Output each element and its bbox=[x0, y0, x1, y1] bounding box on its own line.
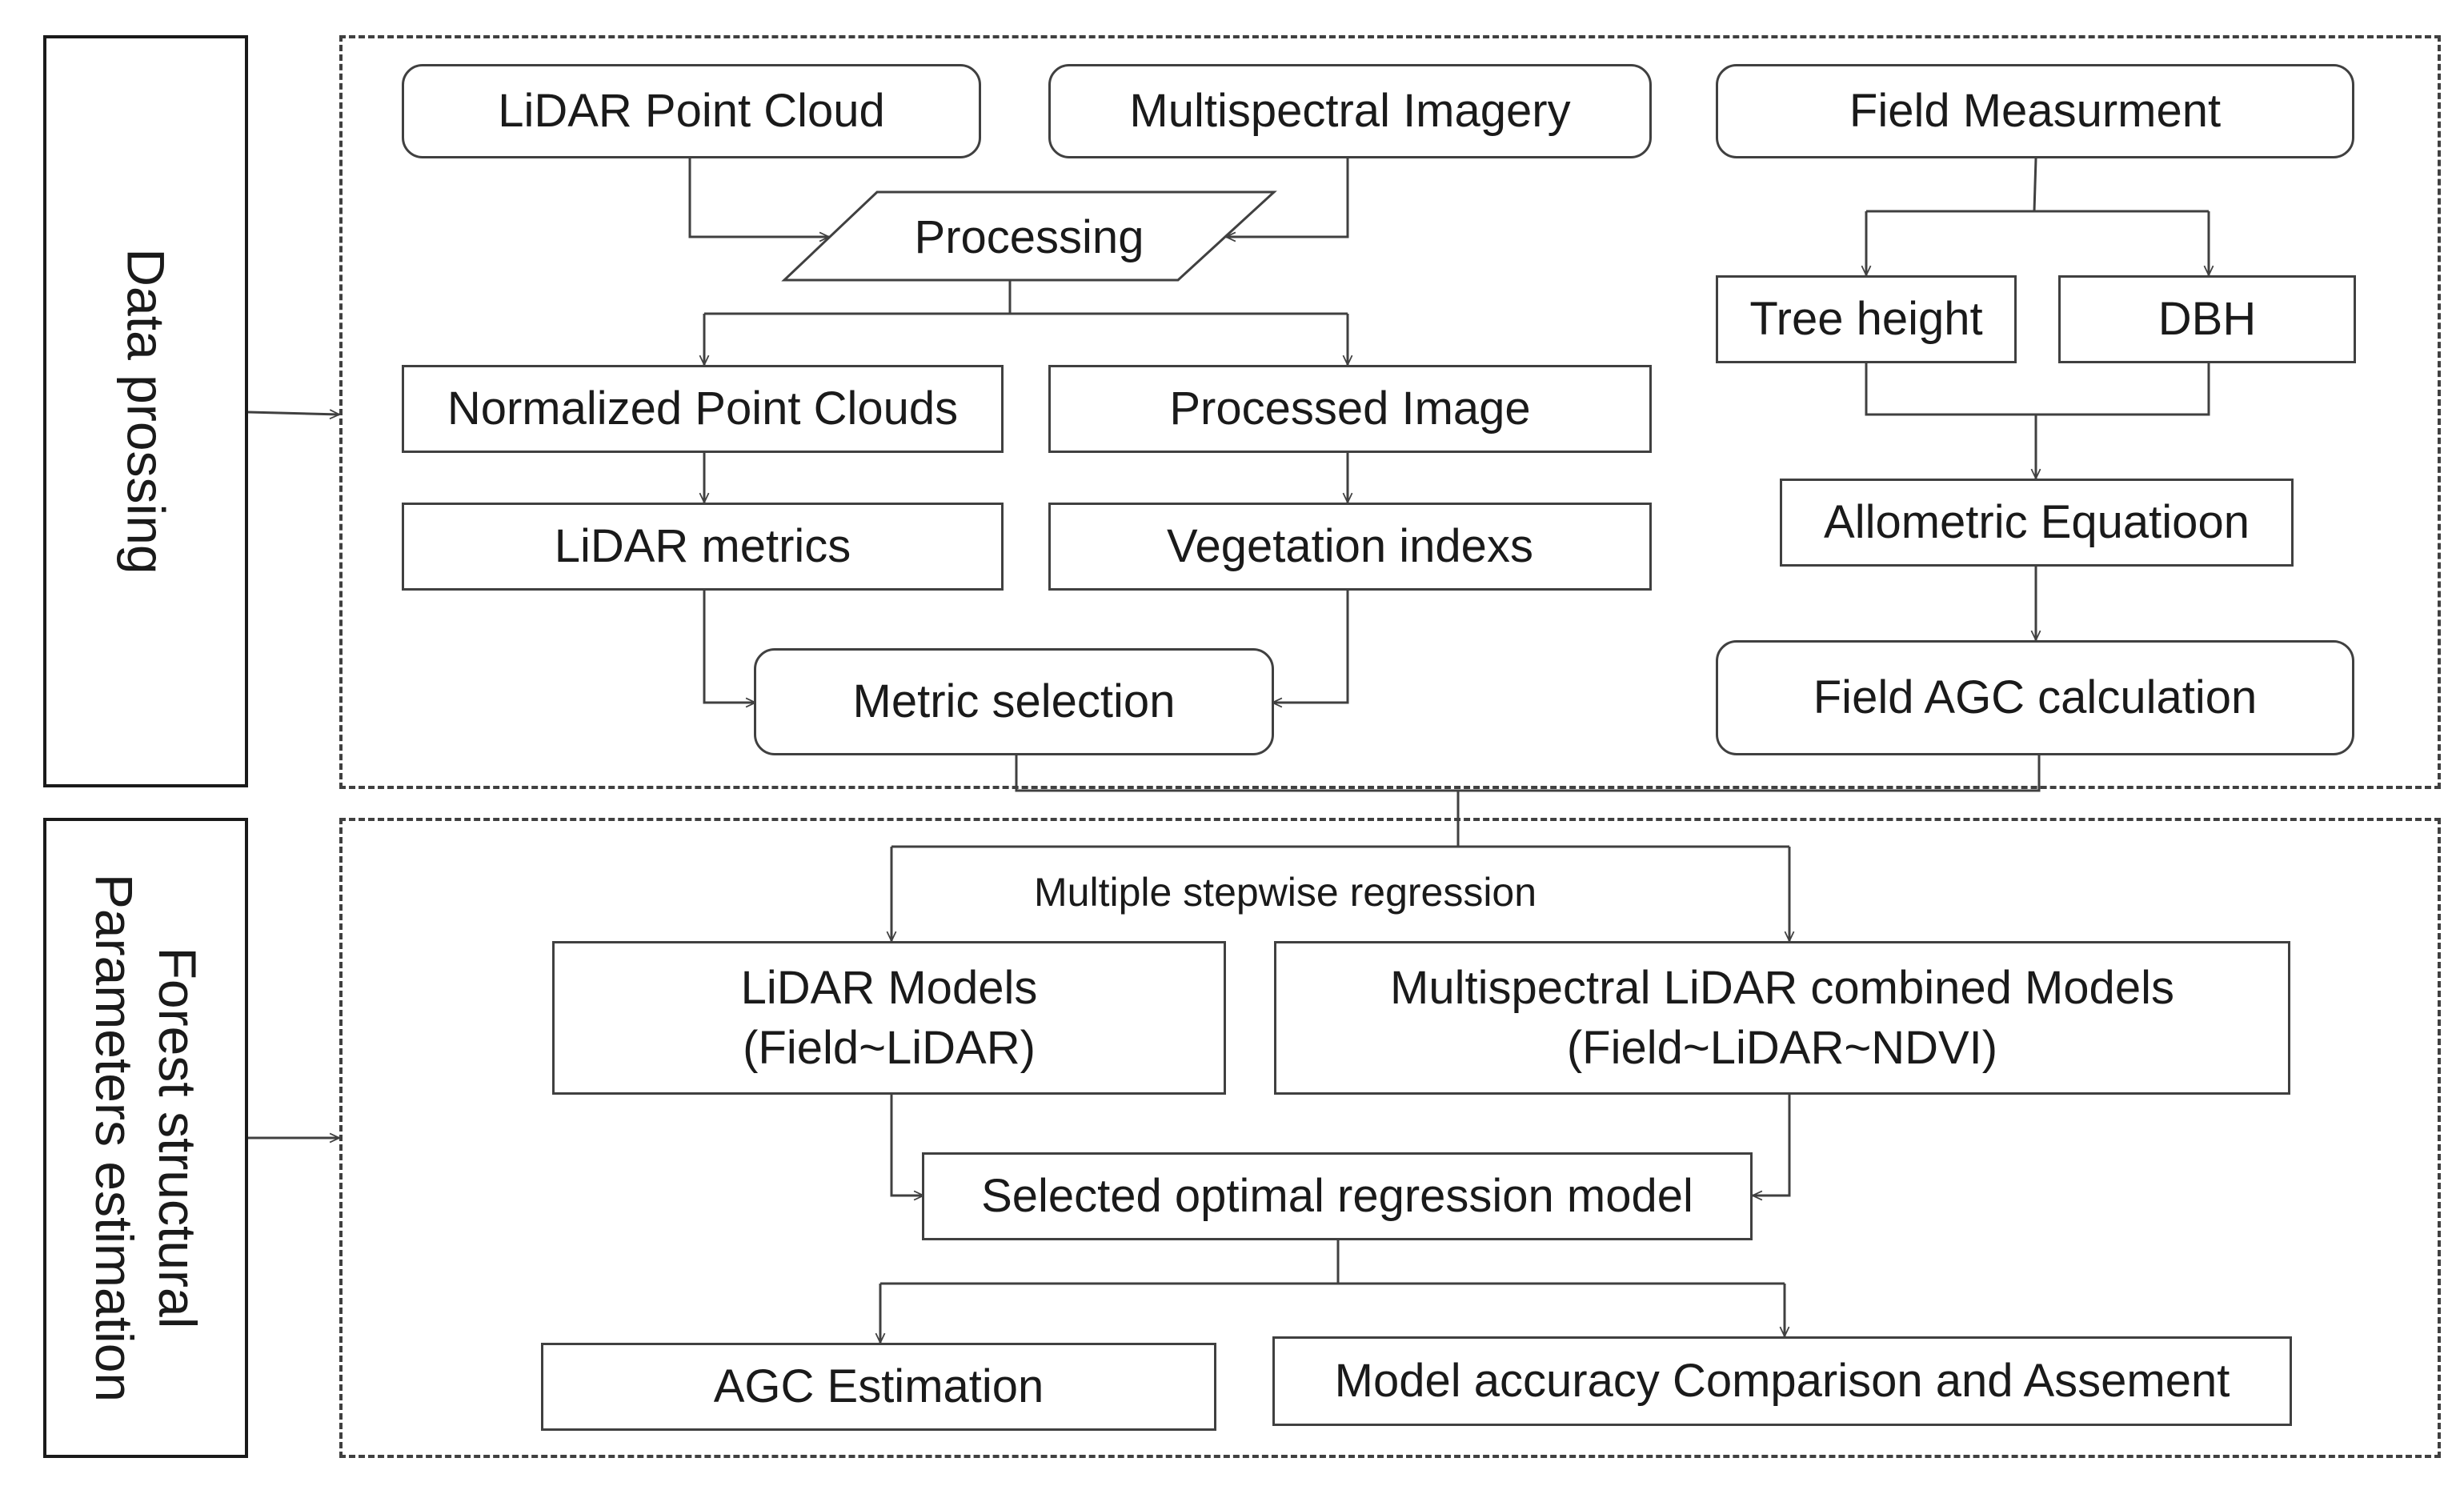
processing-node bbox=[781, 190, 1277, 282]
metric-selection-node: Metric selection bbox=[754, 648, 1274, 755]
processing-label: Processing bbox=[914, 210, 1144, 263]
normalized-point-clouds-node: Normalized Point Clouds bbox=[402, 365, 1004, 453]
lidar-metrics-node: LiDAR metrics bbox=[402, 503, 1004, 591]
combined-models-node: Multispectral LiDAR combined Models (Fie… bbox=[1274, 941, 2290, 1095]
processed-image-node: Processed Image bbox=[1048, 365, 1652, 453]
lidar-models-line1: LiDAR Models bbox=[740, 961, 1038, 1014]
frame-data-processing bbox=[339, 35, 2441, 789]
combined-models-line2: (Field~LiDAR~NDVI) bbox=[1566, 1022, 1998, 1074]
combined-models-line1: Multispectral LiDAR combined Models bbox=[1390, 961, 2174, 1014]
stepwise-regression-label: Multiple stepwise regression bbox=[1034, 870, 1537, 915]
field-measurment-node: Field Measurment bbox=[1716, 64, 2354, 158]
dbh-node: DBH bbox=[2058, 275, 2356, 363]
tree-height-node: Tree height bbox=[1716, 275, 2017, 363]
lidar-models-node: LiDAR Models (Field~LiDAR) bbox=[552, 941, 1226, 1095]
selected-model-node: Selected optimal regression model bbox=[922, 1152, 1753, 1240]
field-agc-calculation-node: Field AGC calculation bbox=[1716, 640, 2354, 755]
frame-parameters-estimation bbox=[339, 818, 2441, 1458]
section-data-processing bbox=[43, 35, 248, 787]
section-parameters-estimation bbox=[43, 818, 248, 1458]
lidar-models-line2: (Field~LiDAR) bbox=[743, 1022, 1036, 1074]
lidar-point-cloud-node: LiDAR Point Cloud bbox=[402, 64, 981, 158]
model-accuracy-node: Model accuracy Comparison and Assement bbox=[1272, 1336, 2292, 1426]
allometric-equation-node: Allometric Equatioon bbox=[1780, 479, 2294, 567]
agc-estimation-node: AGC Estimation bbox=[541, 1343, 1216, 1431]
multispectral-imagery-node: Multispectral Imagery bbox=[1048, 64, 1652, 158]
vegetation-indexes-node: Vegetation indexs bbox=[1048, 503, 1652, 591]
